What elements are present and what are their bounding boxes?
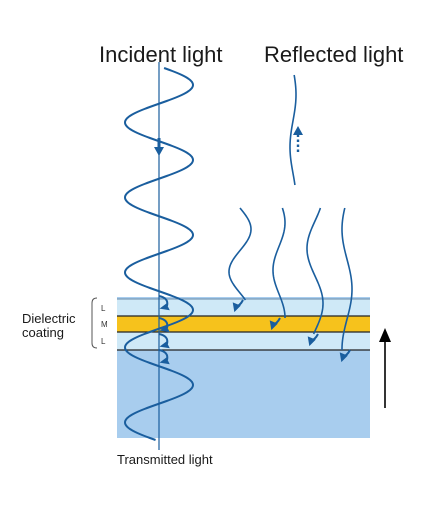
up-arrow-icon [379, 328, 391, 408]
reflected-wave [272, 207, 286, 319]
incident-wave [124, 67, 195, 441]
transmitted-light-label: Transmitted light [117, 452, 213, 467]
interface-reflections-axis [158, 295, 170, 365]
layer-low-top [117, 299, 370, 316]
reflected-wave [306, 207, 324, 335]
reflected-light-label: Reflected light [264, 42, 403, 67]
reflected-light-wave [289, 74, 297, 186]
reflected-wave [228, 207, 252, 301]
reflected-wave [341, 207, 353, 350]
layer-code: L [101, 337, 106, 346]
dotted-up-arrow-icon [293, 126, 303, 152]
layer-code: L [101, 304, 106, 313]
layer-code: M [101, 320, 108, 329]
incident-light-label: Incident light [99, 42, 223, 67]
down-arrow-icon [154, 138, 164, 156]
dielectric-label: Dielectric [22, 311, 76, 326]
coating-layers [117, 298, 370, 351]
bracket-icon [91, 297, 98, 349]
reflection-curls [232, 299, 351, 363]
coating-label: coating [22, 325, 64, 340]
layer-low-bottom [117, 332, 370, 350]
